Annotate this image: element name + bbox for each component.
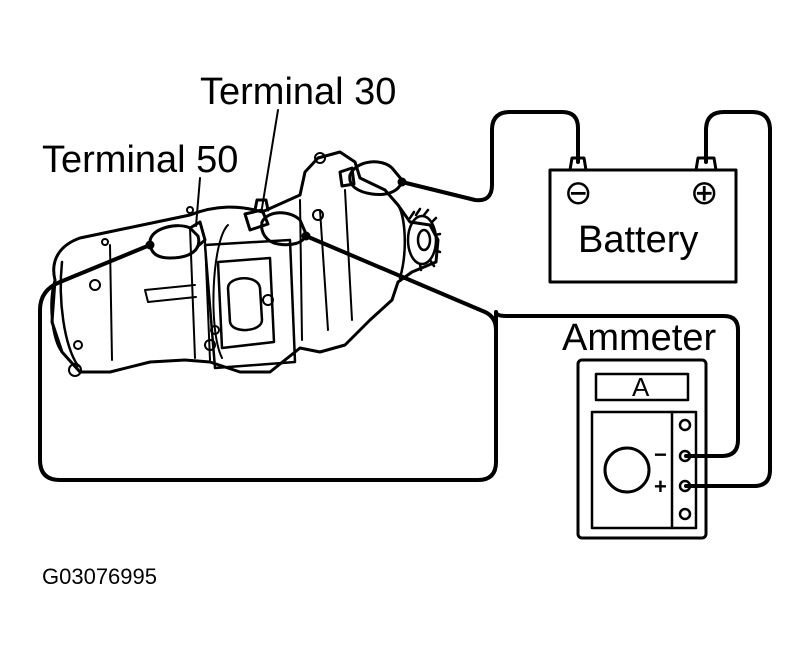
battery [548, 156, 738, 284]
nose-flange [396, 203, 407, 280]
ammeter-panel [590, 410, 698, 530]
ammeter-jack-1 [678, 418, 692, 432]
bolt-3 [68, 363, 82, 377]
starter-cable-boot [338, 160, 407, 196]
wiring [38, 110, 772, 488]
wire-terminal-50-loop [38, 243, 498, 482]
figure-code: G03076995 [42, 564, 157, 589]
ammeter-dial [603, 446, 651, 494]
terminal-30-label: Terminal 30 [200, 71, 396, 113]
starter-housing-ribs [109, 189, 353, 361]
ammeter-case [576, 358, 708, 540]
ammeter-minus-label: − [654, 442, 667, 467]
solenoid-cap [226, 277, 264, 332]
bolt-1 [89, 279, 101, 291]
ammeter [576, 358, 708, 540]
ammeter-jack-minus [678, 449, 692, 463]
bolt-10 [186, 206, 194, 214]
wire-battery-positive-to-ammeter-plus [684, 110, 772, 488]
ammeter-jack-4 [678, 507, 692, 521]
terminal-50-leader [195, 177, 201, 227]
bolt-9 [101, 238, 109, 246]
bolt-4 [204, 339, 216, 351]
battery-case [548, 168, 738, 284]
body-slots [144, 284, 197, 303]
terminal-30-leader [261, 109, 279, 209]
starter-motor [50, 150, 442, 377]
battery-positive-symbol: ⊕ [690, 174, 719, 212]
ammeter-display-label: A [632, 372, 650, 402]
ammeter-label: Ammeter [562, 317, 716, 359]
battery-label: Battery [578, 219, 698, 261]
ammeter-jack-plus [678, 479, 692, 493]
battery-positive-post [694, 156, 718, 172]
terminal-50-connector [145, 220, 207, 260]
battery-negative-symbol: ⊖ [564, 174, 593, 212]
ammeter-plus-label: + [654, 474, 667, 499]
terminal-50-label: Terminal 50 [42, 139, 238, 181]
ammeter-display [594, 372, 690, 402]
bolt-8 [312, 209, 324, 221]
bolt-2 [73, 340, 83, 350]
pinion-gear [406, 207, 442, 272]
bolt-7 [314, 152, 326, 164]
wire-starter-to-battery-negative [400, 110, 580, 203]
bolt-6 [210, 325, 220, 335]
battery-negative-post [568, 156, 588, 172]
starter-body [50, 150, 440, 374]
bolt-5 [262, 294, 274, 306]
